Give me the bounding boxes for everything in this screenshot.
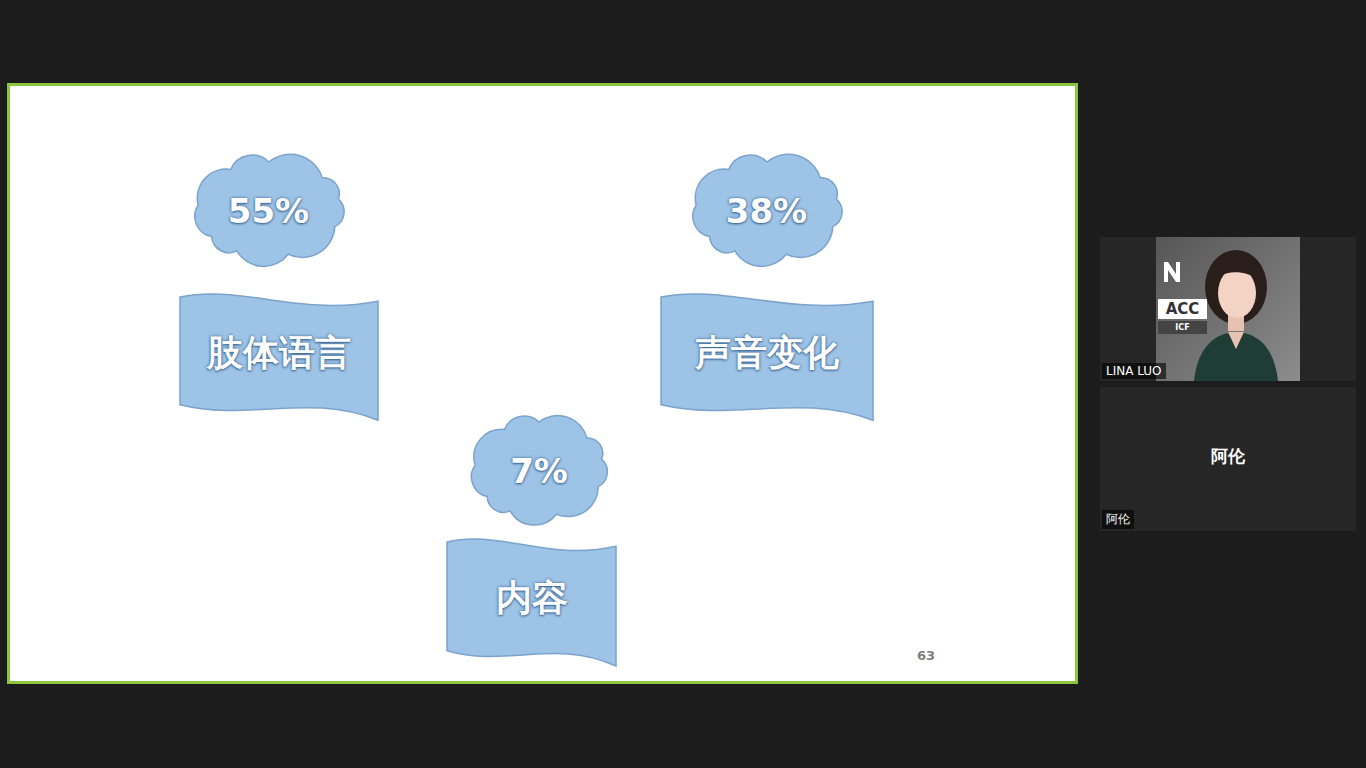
video-tile: LINA LUO [1100, 237, 1356, 381]
badge-text: ICF [1158, 321, 1207, 334]
badge-text: ACC [1158, 299, 1207, 319]
participant-display-name: 阿伦 [1100, 445, 1356, 468]
participant-name: LINA LUO [1102, 363, 1166, 379]
percent-value: 7% [510, 451, 568, 491]
topic-banner: 内容 [447, 528, 616, 669]
topic-banner: 肢体语言 [180, 283, 378, 423]
percent-cloud: 7% [461, 408, 617, 530]
cloud-fill [194, 154, 343, 266]
page-number: 63 [917, 648, 935, 663]
percent-value: 38% [726, 191, 807, 231]
cloud-fill [471, 416, 607, 526]
topic-banner: 声音变化 [661, 283, 873, 423]
topic-label: 肢体语言 [207, 329, 351, 378]
cloud-fill [692, 154, 841, 266]
banner-fill [661, 294, 873, 420]
video-tile: 阿伦阿伦 [1100, 387, 1356, 531]
percent-cloud: 38% [682, 148, 852, 270]
percent-value: 55% [228, 191, 309, 231]
topic-label: 内容 [496, 574, 568, 623]
banner-fill [447, 539, 616, 666]
percent-cloud: 55% [184, 148, 354, 270]
participant-name: 阿伦 [1102, 510, 1134, 529]
banner-fill [180, 294, 378, 420]
topic-label: 声音变化 [695, 329, 839, 378]
